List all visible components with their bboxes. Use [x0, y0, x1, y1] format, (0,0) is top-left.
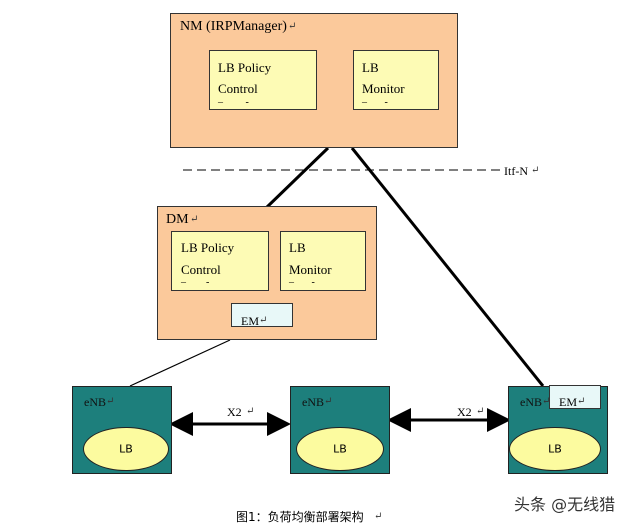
dm-lb-monitor-box: LB Monitor – - — [280, 231, 366, 291]
x2-label-1: X2 — [227, 405, 242, 419]
lb-ellipse: LB — [83, 427, 169, 471]
enb-box-3: eNB ↵ EM ↵ LB — [508, 385, 608, 474]
return-mark: ↵ — [542, 396, 551, 407]
dm-monitor-line1: LB — [289, 240, 306, 255]
enb-label: eNB — [520, 395, 542, 409]
dm-lb-policy-control-box: LB Policy Control – - — [171, 231, 269, 291]
dm-monitor-line2: Monitor — [289, 262, 332, 277]
watermark: 头条 @无线猎 — [514, 495, 616, 514]
itf-n-label: Itf-N — [504, 164, 528, 178]
lb-label: LB — [333, 442, 347, 456]
lb-ellipse: LB — [296, 427, 384, 471]
enb-label: eNB — [302, 395, 324, 409]
nm-policy-line2: Control — [218, 81, 258, 96]
return-mark: ↵ — [288, 21, 297, 32]
dm-enb1-link — [129, 339, 231, 387]
enb-label: eNB — [84, 395, 106, 409]
dm-policy-line1: LB Policy — [181, 240, 235, 255]
dm-policy-line2: Control — [181, 262, 221, 277]
x2-label-2: X2 — [457, 405, 472, 419]
nm-monitor-line1: LB — [362, 60, 379, 75]
text-cutoff: – - — [289, 277, 315, 288]
figure-caption: 图1：负荷均衡部署架构 — [236, 510, 364, 524]
return-mark: ↵ — [190, 214, 199, 225]
enb-em-box: EM ↵ — [549, 385, 601, 409]
lb-label: LB — [119, 442, 133, 456]
return-mark: ↵ — [577, 396, 586, 407]
enb-em-label: EM — [559, 395, 577, 409]
return-mark: ↵ — [476, 406, 485, 417]
nm-lb-monitor-box: LB Monitor – - — [353, 50, 439, 110]
nm-lb-policy-control-box: LB Policy Control – - — [209, 50, 317, 110]
return-mark: ↵ — [259, 315, 268, 326]
dm-title: DM — [166, 212, 189, 227]
nm-box: NM (IRPManager) ↵ LB Policy Control – - … — [170, 13, 458, 148]
text-cutoff: – - — [218, 97, 249, 108]
nm-enb3-link — [350, 147, 545, 387]
enb-box-2: eNB ↵ LB — [290, 386, 390, 474]
return-mark: ↵ — [374, 511, 383, 522]
return-mark: ↵ — [324, 396, 333, 407]
text-cutoff: – - — [181, 277, 210, 288]
text-cutoff: – - — [362, 97, 388, 108]
nm-title: NM (IRPManager) — [180, 19, 287, 34]
nm-monitor-line2: Monitor — [362, 81, 405, 96]
lb-label: LB — [548, 442, 562, 456]
return-mark: ↵ — [531, 165, 540, 176]
dm-box: DM ↵ LB Policy Control – - LB Monitor – … — [157, 206, 377, 340]
dm-em-box: EM ↵ — [231, 303, 293, 328]
lb-ellipse: LB — [509, 427, 601, 471]
return-mark: ↵ — [106, 396, 115, 407]
return-mark: ↵ — [246, 406, 255, 417]
enb-box-1: eNB ↵ LB — [72, 386, 172, 474]
nm-dm-link — [264, 146, 330, 210]
nm-policy-line1: LB Policy — [218, 60, 272, 75]
dm-em-label: EM — [241, 314, 259, 328]
